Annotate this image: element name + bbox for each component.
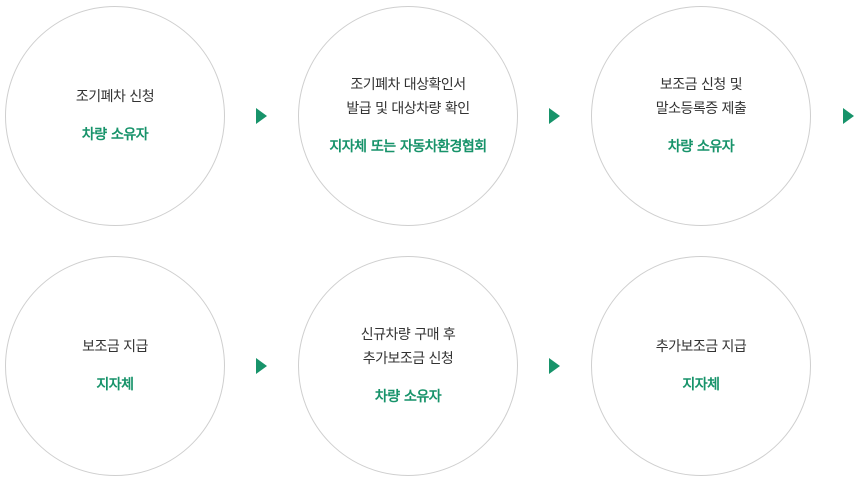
step-5-circle: 신규차량 구매 후 추가보조금 신청 차량 소유자 — [298, 256, 518, 476]
step-3-circle: 보조금 신청 및 말소등록증 제출 차량 소유자 — [591, 6, 811, 226]
arrow-right-icon — [549, 358, 560, 374]
step-actor: 지자체 또는 자동차환경협회 — [329, 139, 487, 155]
step-actor: 지자체 — [96, 377, 134, 393]
step-4-circle: 보조금 지급 지자체 — [5, 256, 225, 476]
step-actor: 차량 소유자 — [667, 139, 735, 155]
arrow-right-icon — [843, 108, 854, 124]
step-title: 보조금 지급 — [82, 339, 148, 355]
arrow-right-icon — [549, 108, 560, 124]
step-2-circle: 조기폐차 대상확인서 발급 및 대상차량 확인 지자체 또는 자동차환경협회 — [298, 6, 518, 226]
step-1-circle: 조기폐차 신청 차량 소유자 — [5, 6, 225, 226]
step-title: 조기폐차 대상확인서 발급 및 대상차량 확인 — [346, 77, 470, 117]
arrow-right-icon — [256, 108, 267, 124]
step-actor: 차량 소유자 — [374, 389, 442, 405]
arrow-right-icon — [256, 358, 267, 374]
step-title: 추가보조금 지급 — [655, 339, 747, 355]
step-title: 보조금 신청 및 말소등록증 제출 — [655, 77, 747, 117]
step-title: 조기폐차 신청 — [75, 89, 155, 105]
step-6-circle: 추가보조금 지급 지자체 — [591, 256, 811, 476]
step-actor: 지자체 — [682, 377, 720, 393]
step-title: 신규차량 구매 후 추가보조금 신청 — [360, 327, 456, 367]
step-actor: 차량 소유자 — [81, 127, 149, 143]
